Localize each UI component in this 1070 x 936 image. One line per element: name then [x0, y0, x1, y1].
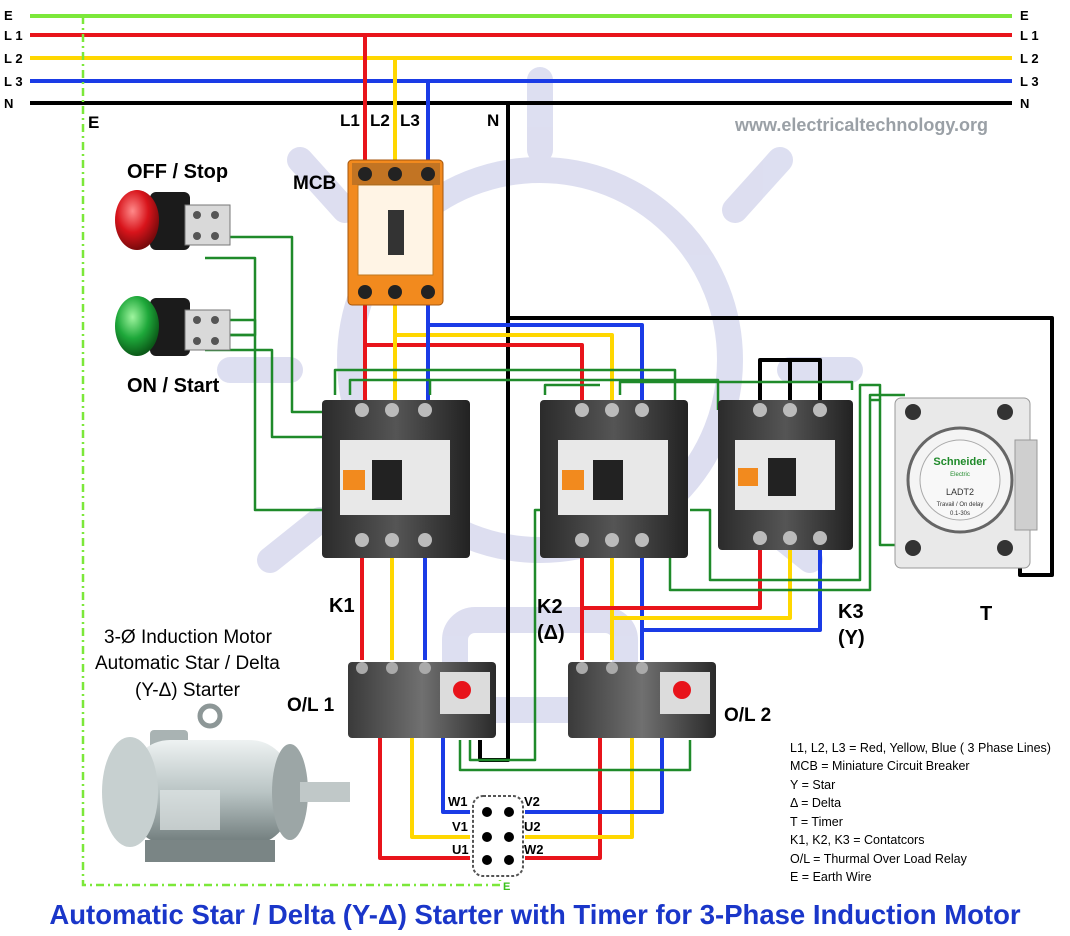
- k2-label: K2: [537, 596, 563, 618]
- legend-item: Δ = Delta: [790, 796, 841, 810]
- legend-item: L1, L2, L3 = Red, Yellow, Blue ( 3 Phase…: [790, 741, 1051, 755]
- timer-brand-sub: Electric: [950, 472, 970, 478]
- legend-item: E = Earth Wire: [790, 870, 872, 884]
- drop-label-l1: L1: [340, 111, 360, 130]
- drop-label-l2: L2: [370, 111, 390, 130]
- ol2-label: O/L 2: [724, 705, 771, 726]
- bus-l1-right: L 1: [1020, 28, 1039, 43]
- legend: L1, L2, L3 = Red, Yellow, Blue ( 3 Phase…: [790, 741, 1051, 884]
- timer-relay: Schneider Electric LADT2 Travail / On de…: [894, 397, 1038, 569]
- timer-model: LADT2: [946, 487, 974, 497]
- motor-caption-line1: 3-Ø Induction Motor: [104, 627, 273, 648]
- k3-sub-label: (Y): [838, 627, 865, 649]
- induction-motor: [102, 703, 350, 862]
- legend-item: Y = Star: [790, 778, 835, 792]
- bus-n-right: N: [1020, 96, 1029, 111]
- off-stop-button: [115, 190, 231, 250]
- bus-l3-left: L 3: [4, 74, 23, 89]
- contactor-k1: [322, 400, 470, 558]
- timer-mode: Travail / On delay: [937, 502, 984, 508]
- bus-l2-right: L 2: [1020, 51, 1039, 66]
- k2-sub-label: (Δ): [537, 622, 565, 644]
- mcb-label: MCB: [293, 173, 336, 194]
- bus-bars: [30, 14, 1012, 105]
- timer-range: 0.1-30s: [950, 511, 970, 517]
- terminal-v2: V2: [524, 794, 540, 809]
- overload-relay-2: [568, 662, 716, 738]
- off-stop-label: OFF / Stop: [127, 161, 228, 183]
- overload-relay-1: [348, 662, 496, 738]
- legend-item: MCB = Miniature Circuit Breaker: [790, 759, 970, 773]
- on-start-button: [115, 296, 231, 356]
- ol1-label: O/L 1: [287, 695, 335, 716]
- bus-l2-left: L 2: [4, 51, 23, 66]
- terminal-e: E: [503, 881, 510, 893]
- diagram-title: Automatic Star / Delta (Y-Δ) Starter wit…: [49, 899, 1020, 930]
- motor-terminal-box: [472, 795, 524, 877]
- bus-e-left: E: [4, 8, 13, 23]
- wires: [360, 35, 1054, 860]
- timer-label: T: [980, 603, 992, 625]
- legend-item: K1, K2, K3 = Contatcors: [790, 833, 924, 847]
- terminal-w2: W2: [524, 842, 544, 857]
- bus-l3-right: L 3: [1020, 74, 1039, 89]
- watermark-url: www.electricaltechnology.org: [734, 115, 988, 135]
- motor-caption-line3: (Y-Δ) Starter: [135, 680, 241, 701]
- legend-item: O/L = Thurmal Over Load Relay: [790, 852, 968, 866]
- k1-label: K1: [329, 595, 355, 617]
- legend-item: T = Timer: [790, 815, 843, 829]
- bus-l1-left: L 1: [4, 28, 23, 43]
- bus-n-left: N: [4, 96, 13, 111]
- bus-e-right: E: [1020, 8, 1029, 23]
- k3-label: K3: [838, 601, 864, 623]
- timer-brand: Schneider: [933, 456, 987, 468]
- drop-label-e: E: [88, 113, 99, 132]
- terminal-u2: U2: [524, 819, 541, 834]
- terminal-w1: W1: [448, 794, 468, 809]
- terminal-u1: U1: [452, 842, 469, 857]
- motor-caption-line2: Automatic Star / Delta: [95, 653, 280, 674]
- drop-label-l3: L3: [400, 111, 420, 130]
- contactor-k2: [540, 400, 688, 558]
- bus-labels: E L 1 L 2 L 3 N E L 1 L 2 L 3 N: [4, 8, 1039, 111]
- drop-label-n: N: [487, 111, 499, 130]
- mcb-breaker: [347, 159, 444, 306]
- terminal-v1: V1: [452, 819, 468, 834]
- earth-wire: [81, 16, 502, 887]
- contactor-k3: [718, 400, 853, 550]
- on-start-label: ON / Start: [127, 375, 220, 397]
